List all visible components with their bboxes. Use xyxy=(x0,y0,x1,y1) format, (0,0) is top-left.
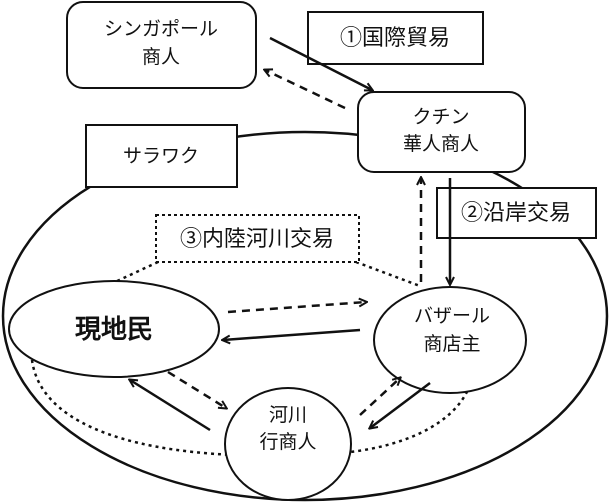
bazaar-node xyxy=(373,286,527,394)
coastal-trade-label: ②沿岸交易 xyxy=(461,201,571,226)
arrow-river-to-bazaar xyxy=(359,378,400,416)
arrow-natives-to-bazaar xyxy=(227,302,366,314)
arrow-river-to-natives xyxy=(130,380,211,432)
kuching-merchant-box xyxy=(357,91,526,173)
inland-trade-dotted-left xyxy=(30,359,235,457)
singapore-label-2: 商人 xyxy=(142,46,180,68)
river-peddler-node xyxy=(224,387,352,501)
singapore-label-1: シンガポール xyxy=(104,18,218,40)
coastal-trade-box xyxy=(436,187,597,239)
arrow-natives-to-river xyxy=(167,370,226,408)
international-trade-label: ①国際貿易 xyxy=(340,26,450,51)
kuching-label-1: クチン xyxy=(412,106,469,128)
singapore-merchant-box xyxy=(66,1,257,89)
river-label-1: 河川 xyxy=(269,404,307,426)
international-trade-box xyxy=(307,11,484,65)
inland-trade-dotted-top xyxy=(114,260,421,288)
arrow-bazaar-to-river xyxy=(370,382,431,428)
bazaar-label-2: 商店主 xyxy=(423,333,480,355)
arrow-kuching-to-singapore xyxy=(265,70,346,110)
natives-node xyxy=(8,280,220,378)
sarawak-region xyxy=(1,130,609,502)
arrow-singapore-to-kuching xyxy=(269,36,372,90)
inland-trade-box xyxy=(155,214,360,263)
river-label-2: 行商人 xyxy=(259,431,316,453)
sarawak-label: サラワク xyxy=(123,145,199,167)
inland-trade-label: ③内陸河川交易 xyxy=(180,227,334,252)
bazaar-label-1: バザール xyxy=(414,305,490,327)
kuching-label-2: 華人商人 xyxy=(403,133,479,155)
natives-label: 現地民 xyxy=(75,315,153,345)
sarawak-box xyxy=(85,124,238,188)
arrow-bazaar-to-natives xyxy=(223,328,361,340)
